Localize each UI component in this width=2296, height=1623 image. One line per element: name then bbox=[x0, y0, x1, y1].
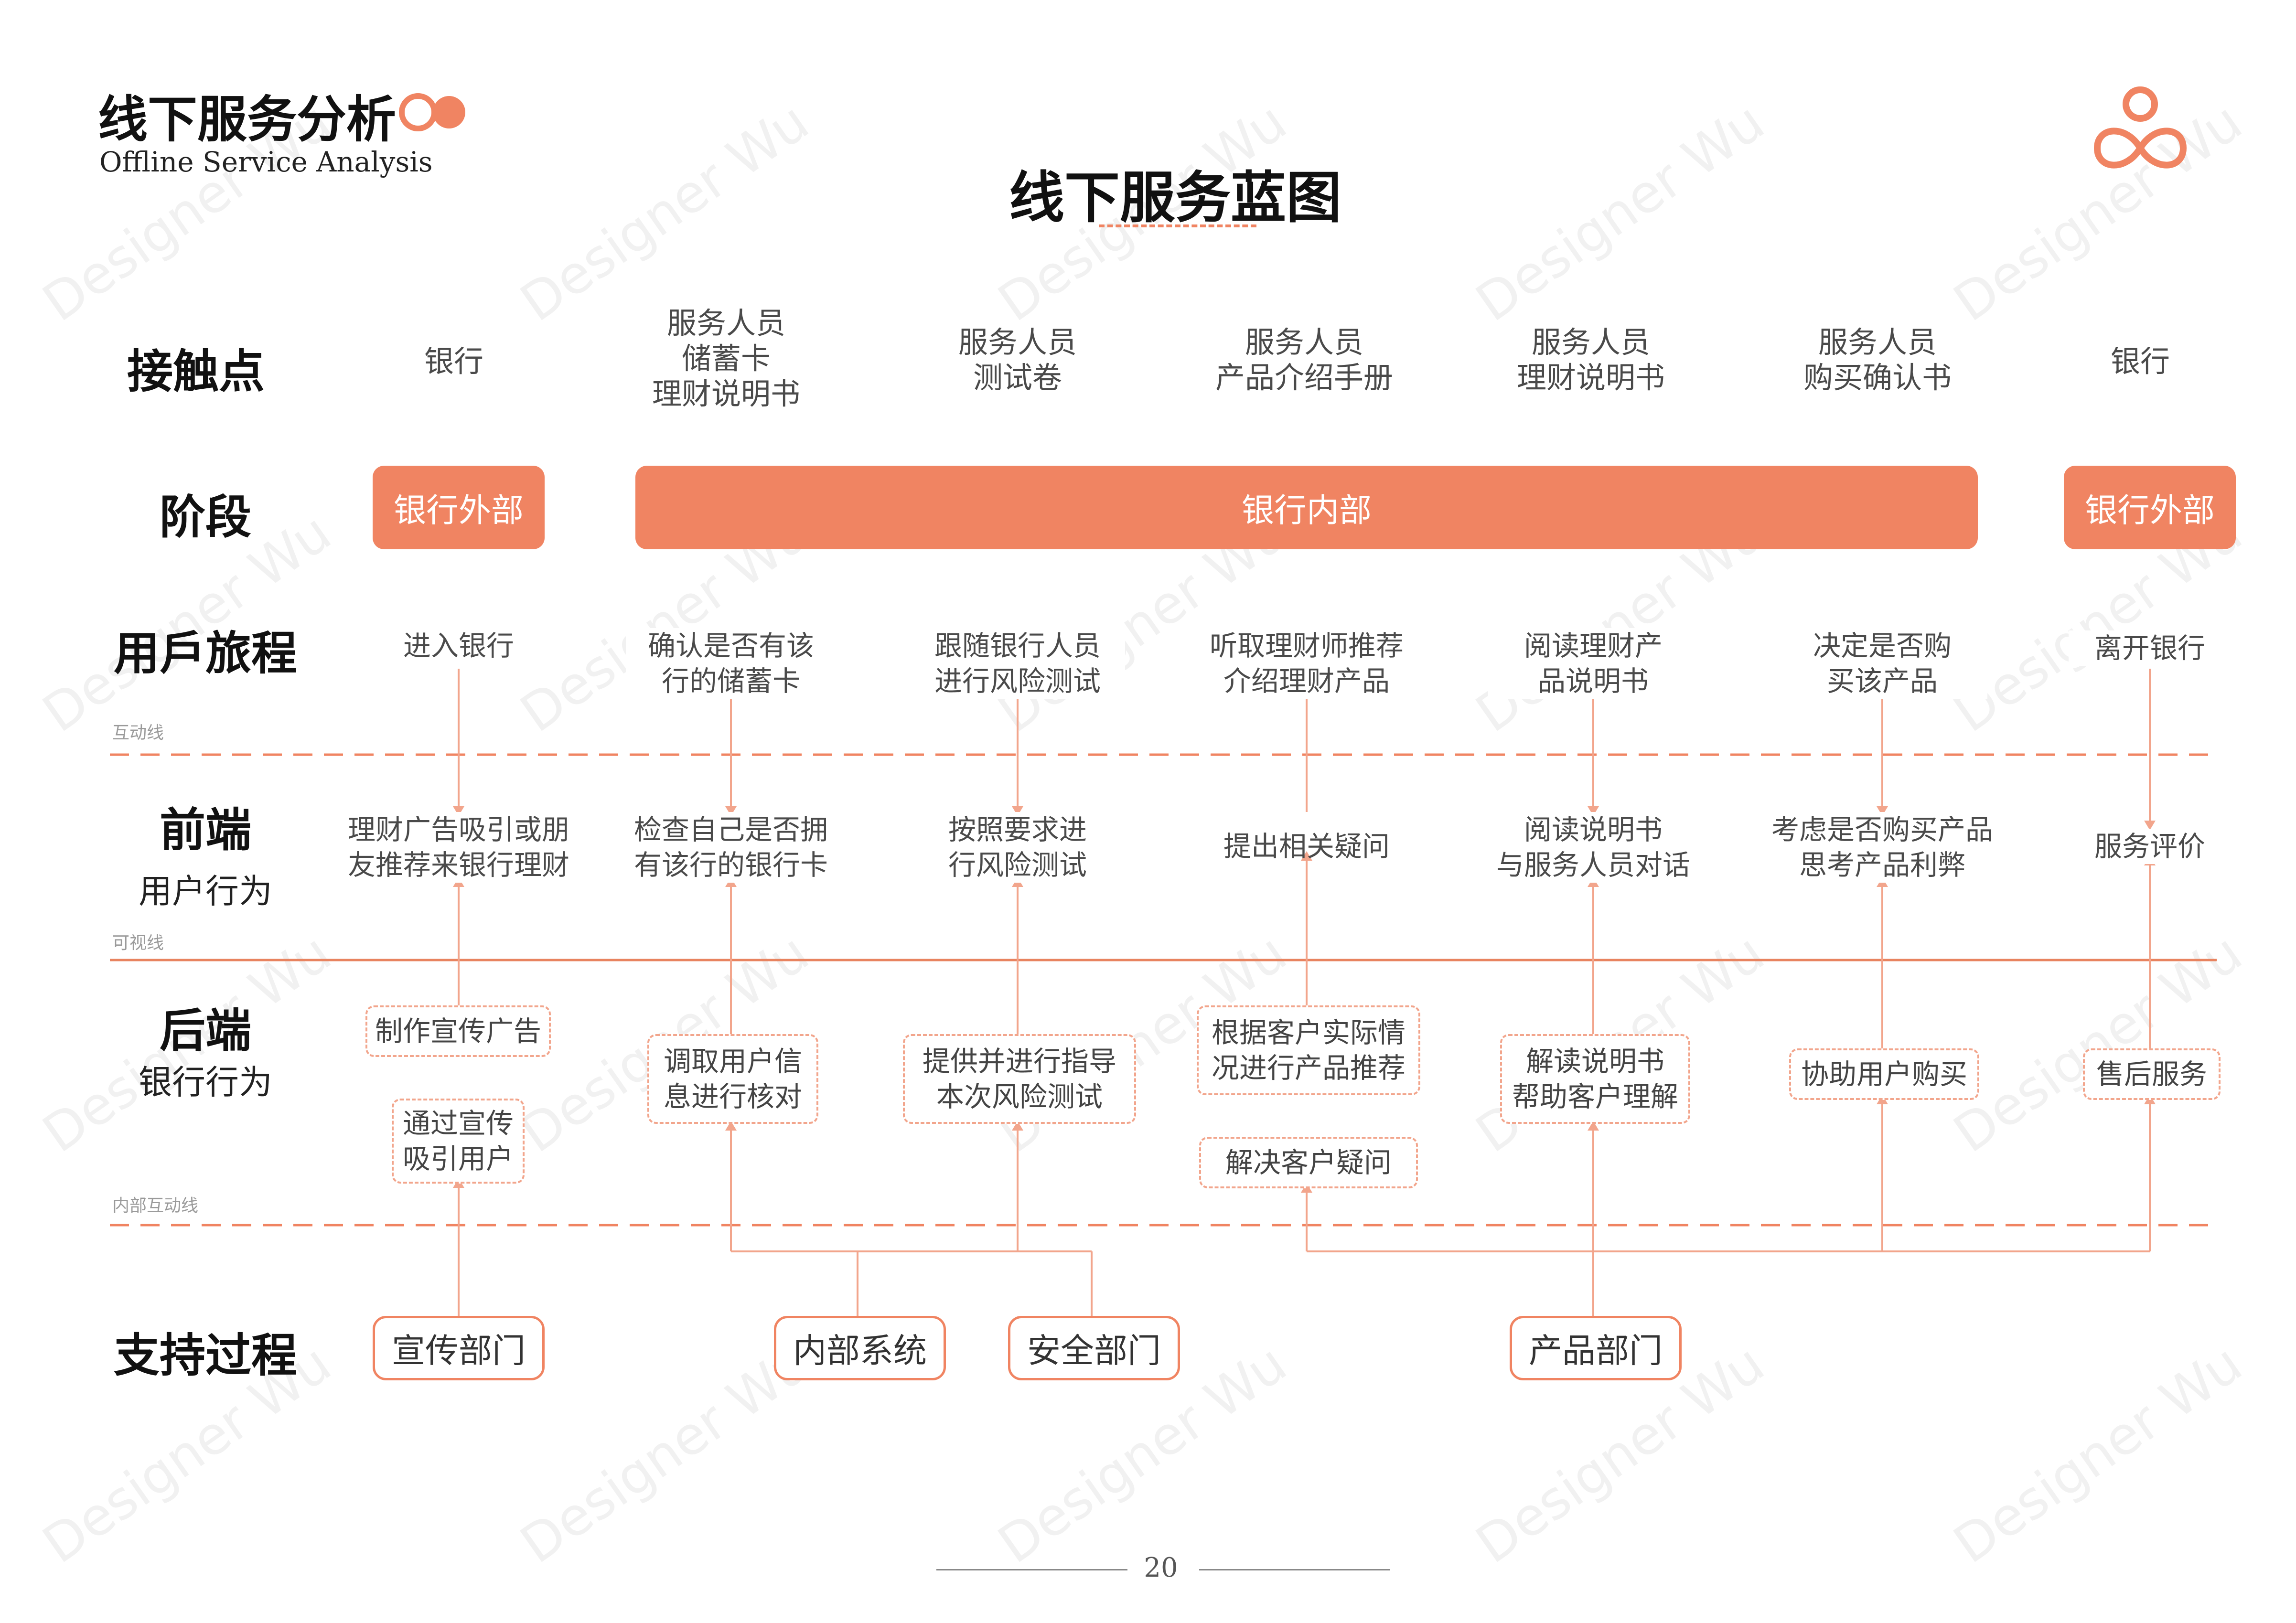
journey-step: 进入银行 bbox=[363, 628, 554, 663]
journey-step: 跟随银行人员 进行风险测试 bbox=[910, 628, 1125, 699]
stage-outside-bank: 银行外部 bbox=[2064, 466, 2236, 549]
frontend-action: 检查自己是否拥 有该行的银行卡 bbox=[621, 812, 841, 883]
frontend-action: 考虑是否购买产品 思考产品利弊 bbox=[1758, 812, 2006, 883]
backend-answer-questions: 解决客户疑问 bbox=[1199, 1137, 1418, 1188]
section-subtitle: Offline Service Analysis bbox=[99, 146, 433, 178]
row-label-support: 支持过程 bbox=[114, 1328, 297, 1382]
backend-attract-users: 通过宣传 吸引用户 bbox=[392, 1099, 525, 1184]
journey-step: 确认是否有该 行的储蓄卡 bbox=[626, 628, 836, 699]
title-dots-icon bbox=[397, 91, 473, 136]
row-label-backend-sub: 银行行为 bbox=[139, 1063, 272, 1102]
journey-step: 阅读理财产 品说明书 bbox=[1488, 628, 1698, 699]
journey-step: 决定是否购 买该产品 bbox=[1777, 628, 1987, 699]
title-underline bbox=[1099, 224, 1256, 227]
touchpoint: 银行 bbox=[2110, 344, 2170, 379]
section-title: 线下服务分析 bbox=[98, 90, 397, 149]
internal-interaction-line-label: 内部互动线 bbox=[112, 1196, 199, 1216]
frontend-action: 服务评价 bbox=[2078, 829, 2221, 864]
journey-step: 离开银行 bbox=[2069, 630, 2231, 666]
touchpoint: 服务人员 理财说明书 bbox=[1516, 325, 1665, 395]
frontend-action: 理财广告吸引或朋 友推荐来银行理财 bbox=[334, 812, 583, 883]
touchpoint: 服务人员 购买确认书 bbox=[1803, 325, 1952, 395]
touchpoint: 服务人员 产品介绍手册 bbox=[1215, 325, 1393, 395]
touchpoint: 银行 bbox=[424, 344, 483, 379]
interaction-line-label: 互动线 bbox=[112, 723, 164, 743]
backend-explain-manual: 解读说明书 帮助客户理解 bbox=[1500, 1034, 1690, 1124]
row-label-backend: 后端 bbox=[160, 1004, 251, 1057]
stage-outside-bank: 银行外部 bbox=[373, 466, 545, 549]
footer-rule-right bbox=[1199, 1569, 1390, 1570]
touchpoint: 服务人员 测试卷 bbox=[958, 325, 1077, 395]
frontend-action: 按照要求进 行风险测试 bbox=[917, 812, 1118, 883]
frontend-action: 阅读说明书 与服务人员对话 bbox=[1483, 812, 1703, 883]
support-security-dept: 安全部门 bbox=[1008, 1316, 1180, 1380]
support-internal-system: 内部系统 bbox=[774, 1316, 946, 1380]
logo-icon bbox=[2088, 81, 2193, 179]
backend-make-ads: 制作宣传广告 bbox=[365, 1005, 551, 1057]
stage-inside-bank: 银行内部 bbox=[635, 466, 1978, 549]
frontend-action: 提出相关疑问 bbox=[1223, 830, 1390, 863]
backend-verify-info: 调取用户信 息进行核对 bbox=[647, 1034, 818, 1124]
row-label-frontend-sub: 用户行为 bbox=[139, 872, 272, 911]
row-label-stage: 阶段 bbox=[160, 490, 251, 544]
support-publicity-dept: 宣传部门 bbox=[373, 1316, 545, 1380]
row-label-touchpoints: 接触点 bbox=[127, 344, 265, 398]
backend-recommend-product: 根据客户实际情 况进行产品推荐 bbox=[1197, 1005, 1420, 1095]
diagram-title: 线下服务蓝图 bbox=[1009, 165, 1341, 230]
backend-guide-test: 提供并进行指导 本次风险测试 bbox=[903, 1034, 1136, 1124]
backend-assist-purchase: 协助用户购买 bbox=[1789, 1048, 1979, 1100]
visibility-line-label: 可视线 bbox=[112, 933, 164, 953]
footer-rule-left bbox=[936, 1569, 1127, 1570]
page-number: 20 bbox=[1144, 1552, 1178, 1583]
row-label-frontend: 前端 bbox=[160, 803, 251, 857]
touchpoint: 服务人员 储蓄卡 理财说明书 bbox=[652, 306, 800, 411]
row-label-journey: 用戶旅程 bbox=[114, 626, 297, 680]
backend-after-sales: 售后服务 bbox=[2083, 1048, 2221, 1100]
support-product-dept: 产品部门 bbox=[1510, 1316, 1682, 1380]
journey-step: 听取理财师推荐 介绍理财产品 bbox=[1190, 628, 1424, 699]
